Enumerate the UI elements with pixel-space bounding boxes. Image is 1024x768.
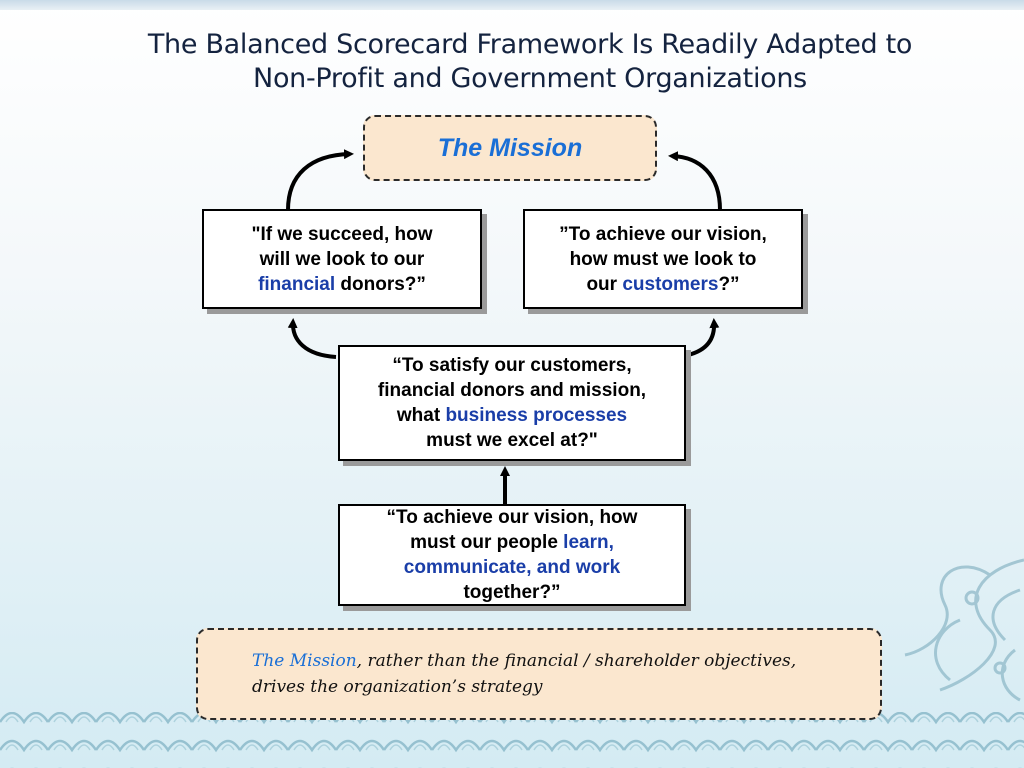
learning-line-1: “To achieve our vision, how (386, 507, 638, 528)
customers-line-3: our customers?” (559, 272, 767, 297)
customers-tail: ?” (718, 273, 740, 295)
mission-label: The Mission (437, 133, 583, 162)
processes-pre: what (396, 405, 446, 426)
customers-pre: our (586, 273, 623, 295)
customers-line-1: ”To achieve our vision, (559, 223, 767, 245)
processes-line-1: “To satisfy our customers, (392, 355, 632, 376)
note-text-1: , rather than the financial / shareholde… (356, 651, 797, 671)
customers-line-2: how must we look to (569, 248, 757, 270)
title-line-2: Non-Profit and Government Organizations (253, 63, 807, 94)
arrow-processes-to-financial (287, 318, 337, 359)
processes-line-4: must we excel at?" (426, 430, 598, 451)
processes-line-3: what business processes (378, 403, 646, 428)
arrow-processes-to-customers (687, 318, 720, 357)
arrow-financial-to-mission (286, 149, 354, 211)
note-mission: The Mission (252, 651, 357, 671)
customers-highlight: customers (622, 273, 719, 295)
financial-tail: donors?” (335, 273, 426, 295)
customer-perspective-box: ”To achieve our vision, how must we look… (523, 209, 803, 309)
title-line-1: The Balanced Scorecard Framework Is Read… (147, 29, 913, 60)
top-band (0, 0, 1024, 10)
financial-perspective-box: "If we succeed, how will we look to our … (202, 209, 482, 309)
learning-highlight-1: learn, (563, 532, 614, 553)
slide-title: The Balanced Scorecard Framework Is Read… (60, 28, 1000, 96)
mission-note-box: The Mission, rather than the financial /… (196, 628, 882, 720)
mission-box: The Mission (363, 115, 657, 181)
dragon-icon (904, 558, 1024, 702)
financial-line-2: will we look to our (259, 248, 425, 270)
learning-pre: must our people (410, 532, 564, 553)
processes-highlight: business processes (445, 405, 628, 426)
financial-highlight: financial (258, 273, 336, 295)
learning-line-2: must our people learn, (387, 530, 638, 555)
process-perspective-box: “To satisfy our customers, financial don… (338, 345, 686, 461)
note-line-2: drives the organization’s strategy (252, 677, 543, 697)
processes-line-2: financial donors and mission, (377, 380, 647, 401)
learning-highlight-2: communicate, and work (403, 557, 621, 578)
learning-perspective-box: “To achieve our vision, how must our peo… (338, 504, 686, 606)
financial-line-1: "If we succeed, how (251, 223, 433, 245)
financial-line-3: financial donors?” (251, 272, 432, 297)
arrow-customers-to-mission (668, 151, 722, 211)
learning-line-4: together?” (463, 582, 561, 603)
note-line-1: The Mission, rather than the financial /… (252, 648, 840, 674)
